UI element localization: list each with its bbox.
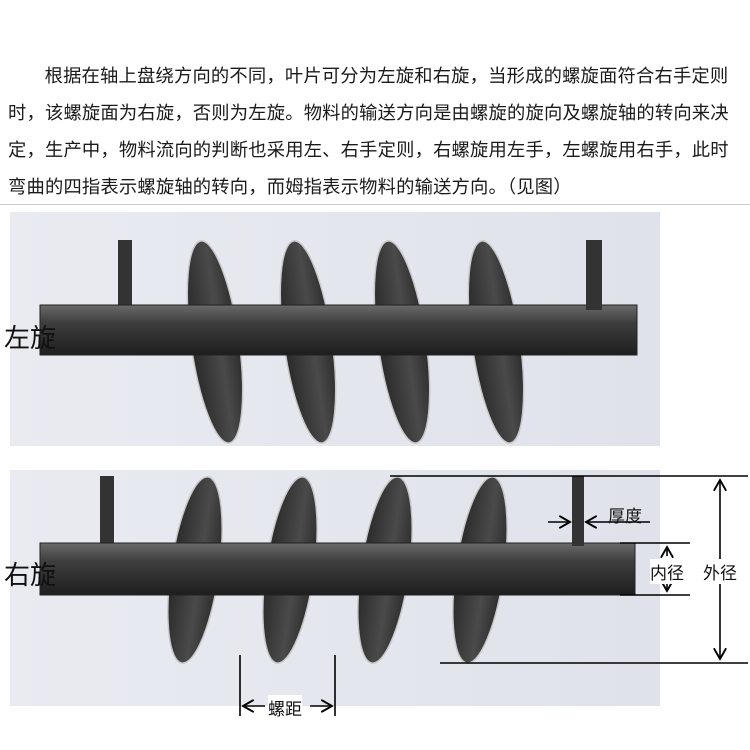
inner-diameter-label: 内径 — [650, 559, 684, 584]
outer-diameter-label: 外径 — [703, 559, 737, 584]
divider — [0, 204, 750, 205]
pitch-label: 螺距 — [268, 695, 302, 720]
right-hand-label: 右旋 — [4, 561, 57, 591]
description-paragraph: 根据在轴上盘绕方向的不同，叶片可分为左旋和右旋，当形成的螺旋面符合右手定则时，该… — [8, 66, 729, 198]
left-hand-screw — [39, 240, 638, 444]
dimension-lines — [239, 475, 748, 716]
thickness-label: 厚度 — [608, 507, 642, 527]
left-hand-label: 左旋 — [4, 324, 57, 354]
right-hand-screw — [39, 476, 636, 664]
